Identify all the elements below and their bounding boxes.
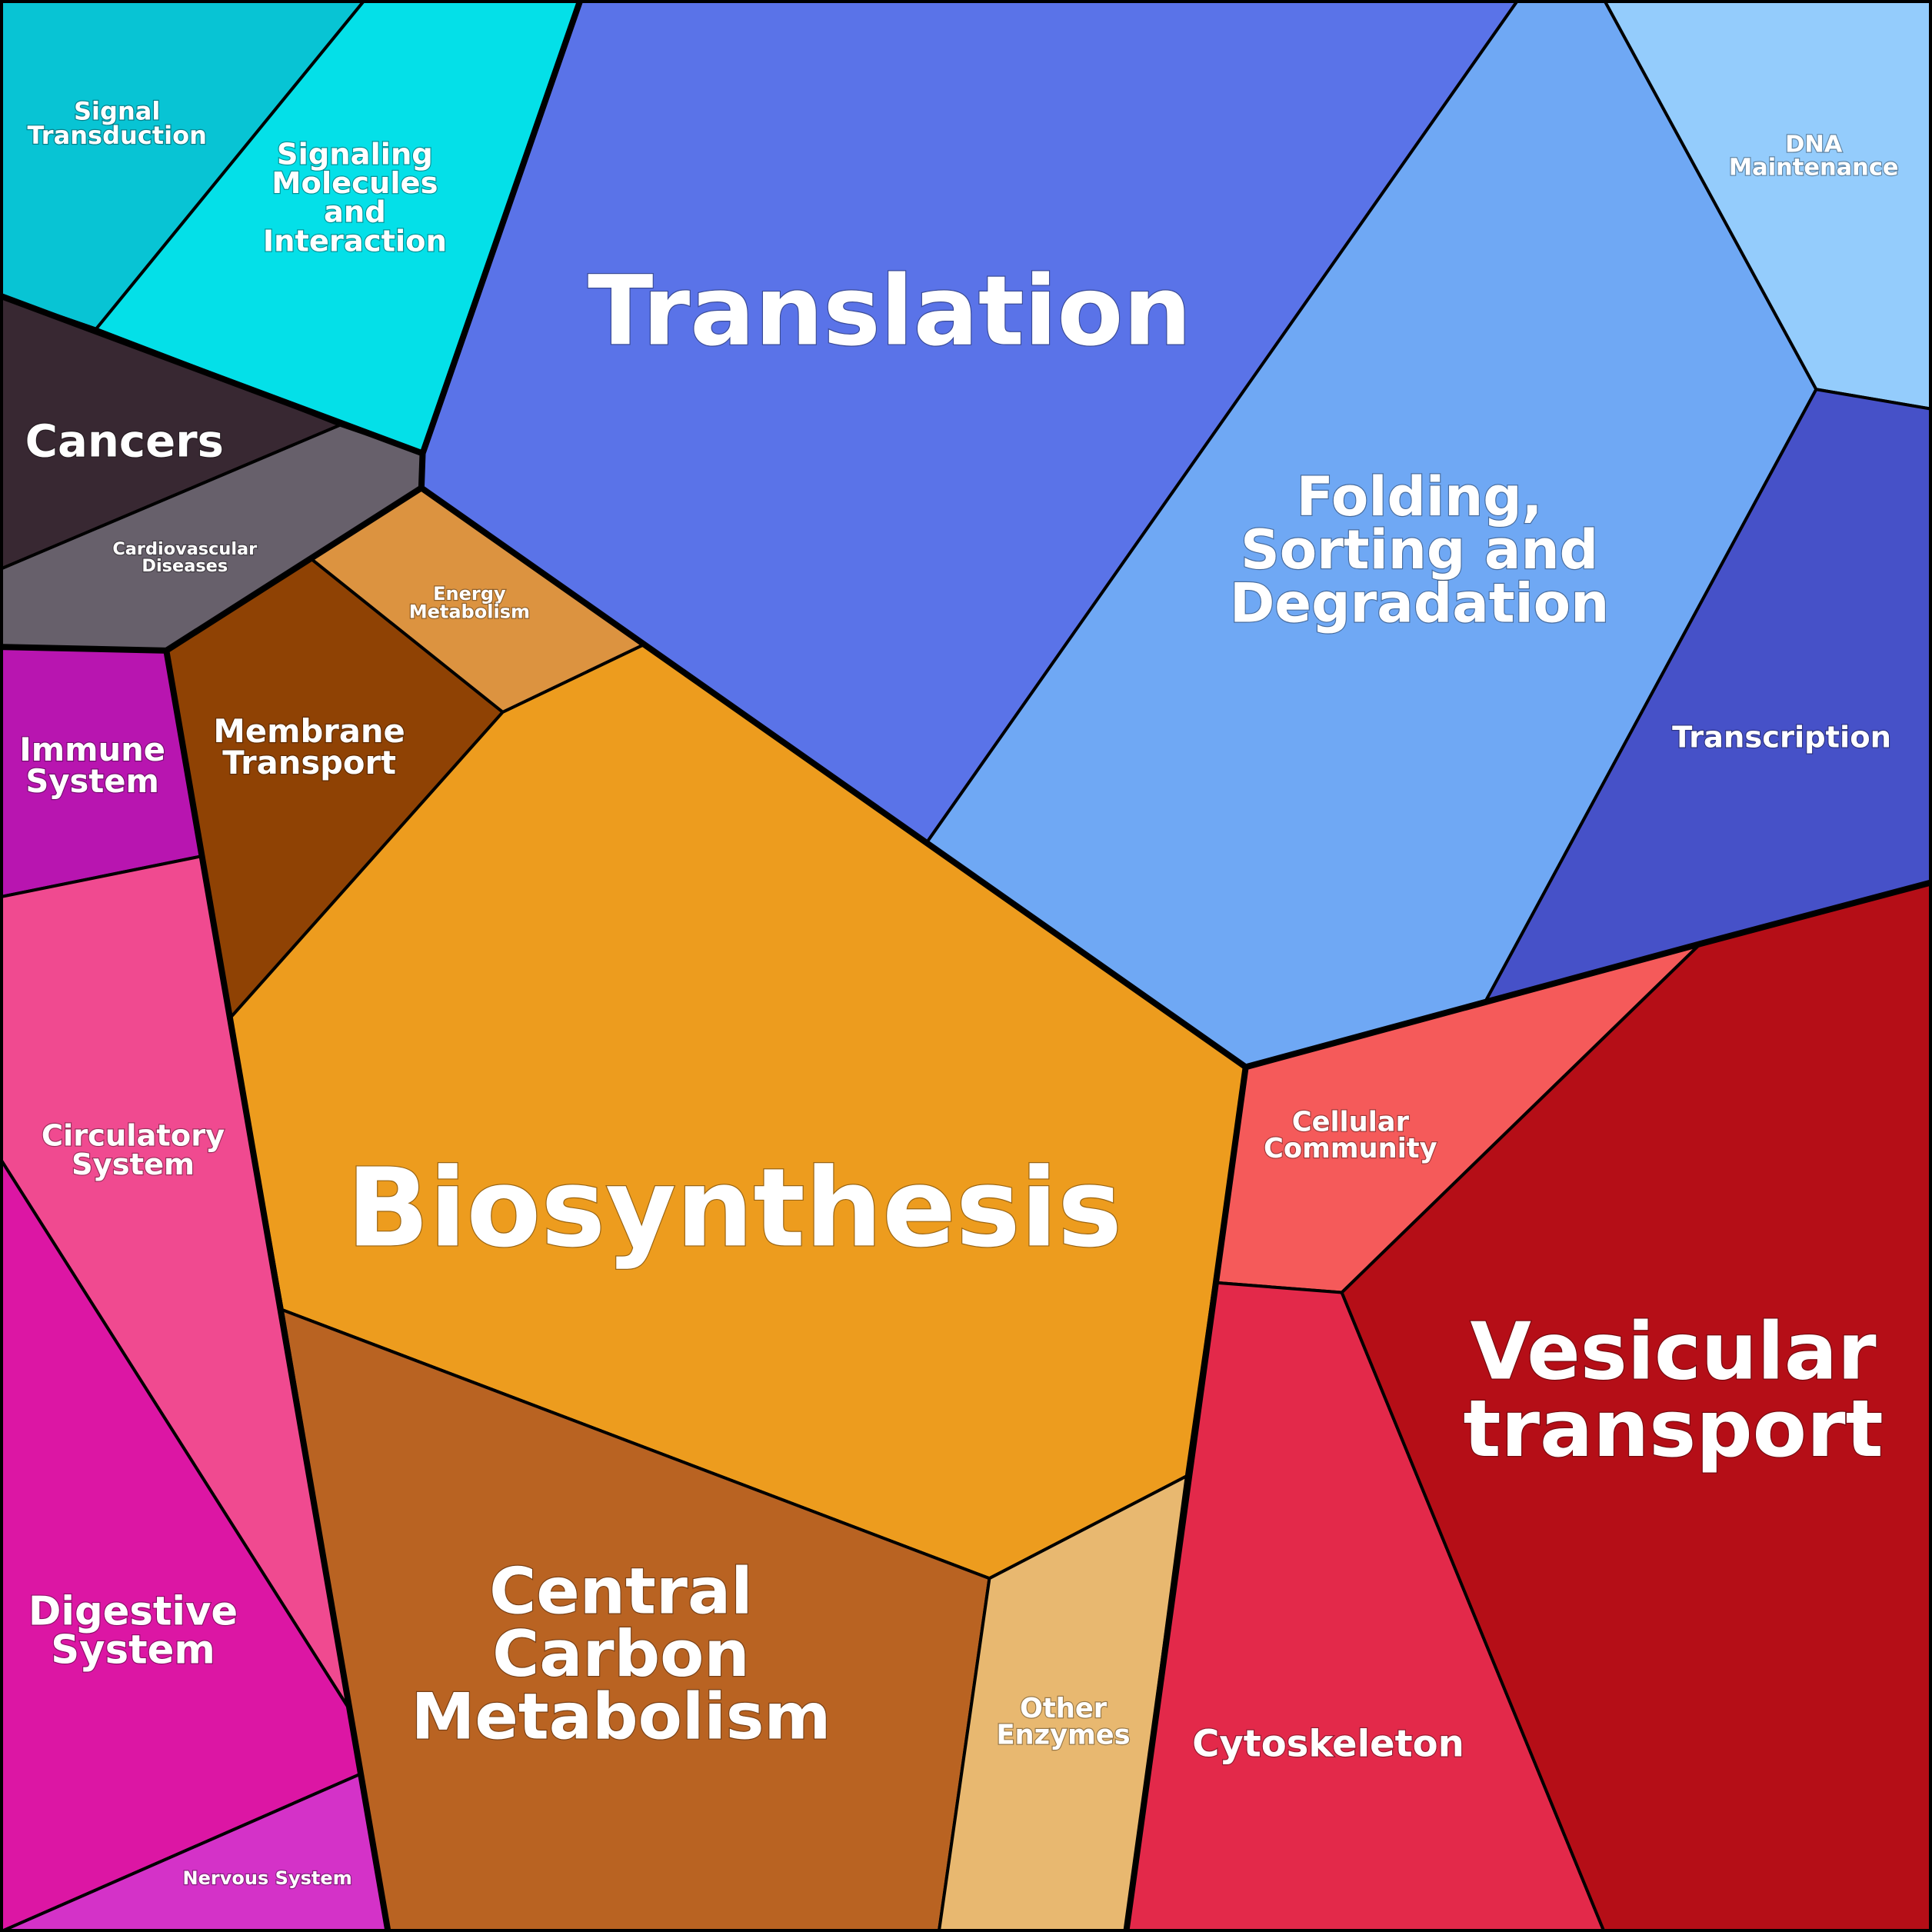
label-line: Immune (19, 731, 165, 768)
label-line: Central (489, 1554, 753, 1628)
label-line: System (72, 1148, 195, 1182)
label-line: Circulatory (42, 1118, 225, 1153)
label-line: Signaling (277, 137, 433, 172)
label-line: Metabolism (409, 601, 530, 623)
cell-dna-maintenance (1602, 0, 1932, 411)
label-line: and (324, 195, 386, 230)
group-border (1123, 1066, 1249, 1932)
label-line: Sorting and (1241, 518, 1598, 581)
label-line: Enzymes (996, 1720, 1130, 1751)
label-line: Community (1264, 1133, 1437, 1164)
label-line: Metabolism (411, 1680, 831, 1754)
label-line: Cardiovascular (112, 539, 257, 559)
label-line: Interaction (263, 224, 447, 258)
label-biosynthesis: Biosynthesis (347, 1145, 1122, 1271)
label-line: Degradation (1230, 571, 1609, 635)
label-line: Vesicular (1471, 1307, 1877, 1398)
label-line: Biosynthesis (347, 1145, 1122, 1271)
label-line: Cellular (1292, 1107, 1410, 1138)
label-line: Nervous System (183, 1867, 352, 1889)
label-line: Other (1020, 1693, 1108, 1724)
label-line: Maintenance (1729, 154, 1899, 181)
label-line: Digestive (28, 1588, 238, 1634)
label-transcription: Transcription (1672, 720, 1891, 754)
label-line: Cytoskeleton (1192, 1723, 1464, 1766)
label-line: Transport (222, 744, 396, 781)
label-line: Carbon (492, 1617, 750, 1691)
label-translation: Translation (588, 255, 1191, 367)
label-line: Diseases (142, 556, 228, 576)
label-line: DNA (1785, 132, 1843, 158)
label-line: System (25, 762, 158, 800)
label-cytoskeleton: Cytoskeleton (1192, 1723, 1464, 1766)
label-line: Transcription (1672, 720, 1891, 754)
label-line: System (51, 1627, 215, 1674)
label-line: Signal (74, 97, 160, 126)
label-line: Transduction (27, 121, 206, 150)
label-line: Energy (433, 583, 506, 605)
label-line: transport (1464, 1384, 1884, 1475)
label-nervous-system: Nervous System (183, 1867, 352, 1889)
label-line: Folding, (1297, 465, 1543, 528)
label-line: Cancers (25, 415, 224, 468)
cell-other-enzymes (937, 1473, 1189, 1932)
label-line: Membrane (213, 712, 405, 750)
label-line: Translation (588, 255, 1191, 367)
label-cancers: Cancers (25, 415, 224, 468)
group-border (163, 650, 391, 1932)
label-line: Molecules (271, 166, 438, 201)
